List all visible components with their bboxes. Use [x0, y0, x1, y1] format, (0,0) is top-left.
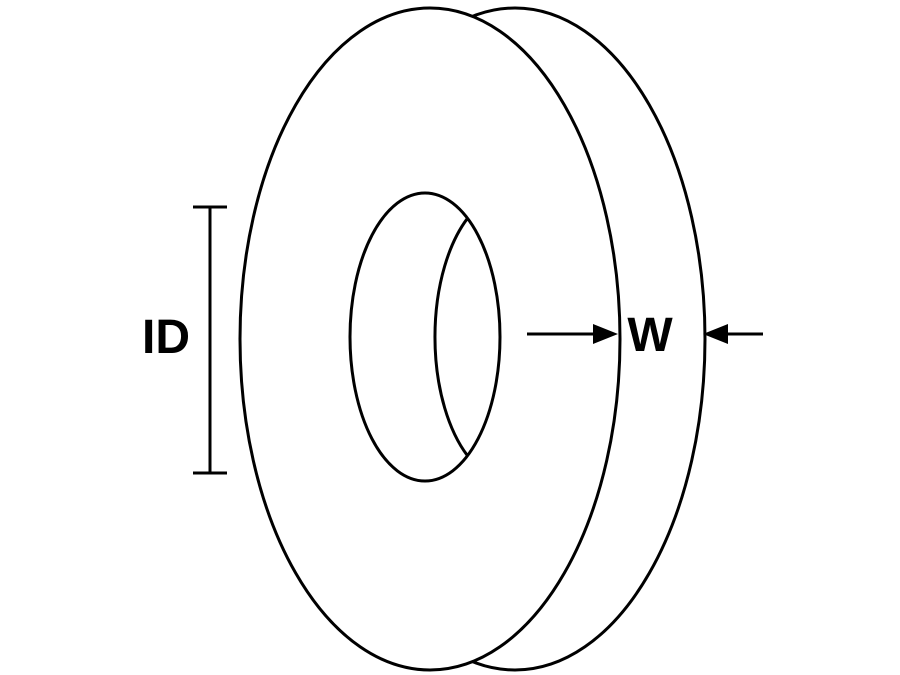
arrowhead-right-icon: [593, 324, 618, 344]
inner-hole-ellipse: [348, 191, 502, 483]
id-label: ID: [142, 311, 190, 364]
w-dimension-arrow-right: [703, 324, 763, 344]
w-dimension-arrow-left: [527, 324, 618, 344]
w-dimension: W: [527, 309, 763, 362]
arrowhead-left-icon: [703, 324, 728, 344]
w-label: W: [627, 309, 673, 362]
id-dimension: ID: [142, 205, 227, 475]
inner-hole-back-edge-arc: [433, 217, 469, 457]
